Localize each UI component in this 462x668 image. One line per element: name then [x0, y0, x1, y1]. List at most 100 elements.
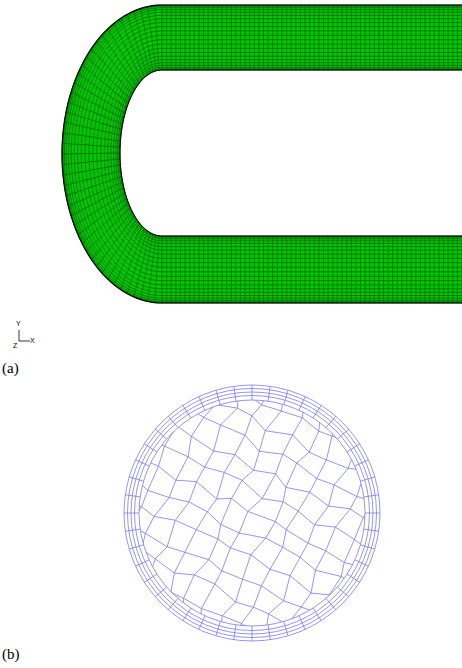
mesh-line — [186, 632, 199, 641]
mesh-line — [251, 538, 266, 555]
mesh-line — [169, 498, 189, 502]
mesh-line — [154, 498, 169, 517]
mesh-line — [334, 642, 348, 649]
mesh-line — [299, 630, 310, 651]
mesh-line — [281, 390, 284, 411]
mesh-line — [245, 416, 252, 435]
mesh-line — [284, 390, 288, 404]
mesh-line — [96, 582, 104, 600]
mesh-line — [360, 236, 361, 303]
mesh-line — [282, 236, 283, 303]
mesh-line — [228, 363, 256, 370]
mesh-line — [329, 595, 347, 606]
mesh-line — [422, 452, 441, 462]
mesh-line — [404, 474, 413, 492]
mesh-line — [174, 552, 185, 573]
axis-label: X — [30, 337, 35, 345]
mesh-line — [278, 625, 288, 647]
mesh-line — [286, 487, 310, 492]
mesh-line — [208, 236, 209, 303]
mesh-line — [199, 609, 201, 632]
mesh-line — [434, 5, 435, 70]
mesh-line — [199, 632, 220, 634]
mesh-line — [180, 5, 181, 70]
mesh-line — [194, 575, 215, 584]
mesh-line — [235, 236, 236, 303]
mesh-line — [268, 236, 269, 303]
mesh-line — [189, 5, 190, 70]
mesh-line — [290, 557, 300, 575]
mesh-line — [415, 5, 416, 70]
mesh-line — [350, 509, 363, 518]
mesh-line — [374, 5, 375, 70]
mesh-line — [197, 467, 205, 481]
mesh-line — [359, 587, 375, 597]
mesh-line — [355, 560, 369, 566]
mesh-line — [187, 319, 200, 327]
mesh-line — [308, 543, 326, 551]
mesh-line — [206, 373, 225, 382]
mesh-line — [167, 520, 175, 546]
mesh-line — [399, 444, 422, 452]
mesh-line — [341, 606, 348, 623]
ring-line — [139, 400, 365, 626]
mesh-line — [300, 5, 301, 70]
mesh-line — [318, 236, 319, 303]
mesh-line — [360, 5, 361, 70]
mesh-line — [364, 529, 379, 531]
mesh-line — [305, 5, 306, 70]
mesh-line — [196, 530, 218, 539]
mesh-line — [216, 621, 220, 635]
mesh-line — [142, 507, 155, 517]
mesh-line — [254, 5, 255, 70]
mesh-line — [237, 408, 252, 416]
mesh-line — [112, 587, 125, 606]
mesh-line — [302, 395, 304, 418]
mesh-line — [326, 436, 332, 460]
mesh-line — [334, 485, 357, 496]
mesh-line — [309, 452, 326, 460]
mesh-line — [348, 446, 356, 468]
mesh-line — [298, 511, 314, 525]
pipe-fill — [62, 5, 462, 303]
mesh-line — [218, 524, 221, 539]
mesh-line — [120, 228, 144, 289]
mesh-line — [334, 623, 340, 642]
mesh-line — [309, 5, 310, 70]
mesh-line — [172, 379, 195, 394]
mesh-line — [334, 468, 348, 485]
mesh-line — [217, 353, 228, 363]
mesh-line — [374, 502, 393, 509]
axis-label: Z — [13, 342, 17, 350]
mesh-line — [148, 466, 159, 490]
mesh-line — [68, 102, 122, 124]
mesh-line — [69, 12, 462, 295]
mesh-line — [246, 648, 252, 668]
mesh-line — [142, 575, 150, 599]
mesh-line — [317, 479, 334, 485]
mesh-line — [195, 327, 200, 347]
mesh-line — [443, 5, 444, 70]
axis-line — [19, 341, 30, 342]
mesh-line — [443, 236, 444, 303]
mesh-line — [201, 609, 222, 616]
mesh-line — [133, 477, 148, 491]
mesh-line — [209, 560, 222, 571]
mesh-line — [189, 236, 190, 303]
mesh-line — [78, 23, 462, 285]
mesh-line — [204, 405, 215, 418]
mesh-line — [104, 468, 114, 487]
mesh-line — [309, 236, 310, 303]
mesh-line — [125, 587, 141, 599]
mesh-line — [390, 458, 413, 474]
mesh-line — [82, 508, 94, 521]
mesh-line — [133, 457, 138, 476]
mesh-line — [310, 663, 321, 668]
mesh-line — [96, 600, 112, 607]
mesh-line — [452, 236, 453, 303]
mesh-line — [175, 520, 196, 529]
mesh-line — [341, 562, 344, 576]
mesh-line — [155, 429, 166, 439]
mesh-line — [347, 444, 360, 452]
mesh-line — [320, 381, 341, 388]
